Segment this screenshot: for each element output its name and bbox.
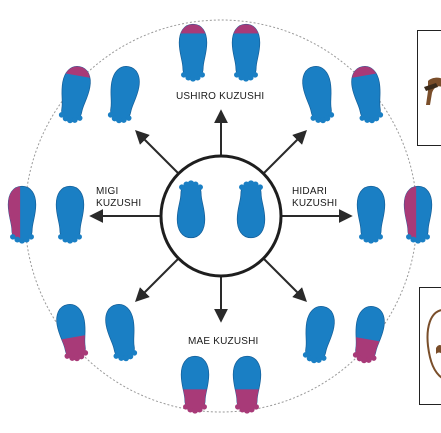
- judoka-illustration-icon: [426, 309, 441, 379]
- label-ushiro-kuzushi: USHIRO KUZUSHI: [176, 91, 265, 102]
- label-mae-kuzushi: MAE KUZUSHI: [188, 336, 259, 347]
- foot-topleft-inner: [107, 66, 140, 124]
- label-migi-line2: KUZUSHI: [96, 198, 142, 209]
- direction-arrows: [89, 109, 353, 323]
- illustration-panel-top: [417, 30, 441, 146]
- label-migi-line1: MIGI: [96, 186, 119, 197]
- foot-left-outer: [7, 185, 37, 244]
- foot-bottom-right: [232, 355, 262, 414]
- foot-left-inner: [55, 185, 85, 244]
- arrow-up-left: [135, 130, 182, 177]
- foot-bottom-left: [180, 355, 210, 414]
- foot-center-left: [176, 180, 206, 239]
- foot-right-outer: [403, 185, 433, 244]
- foot-bottomright-inner: [302, 306, 335, 364]
- label-hidari-kuzushi: HIDARI KUZUSHI: [292, 186, 337, 210]
- foot-top-left: [178, 23, 208, 82]
- arrow-down-right: [260, 255, 307, 302]
- foot-bottomright-outer: [350, 306, 386, 364]
- arrow-up-right: [260, 130, 307, 177]
- label-migi-kuzushi: MIGI KUZUSHI: [96, 186, 141, 210]
- arrow-down-left: [135, 255, 182, 302]
- label-hidari-line1: HIDARI: [292, 186, 328, 197]
- foot-topright-inner: [302, 66, 335, 124]
- judoka-illustration-icon: [424, 77, 441, 105]
- foot-top-right: [231, 23, 261, 82]
- foot-bottomleft-outer: [55, 304, 91, 362]
- foot-right-inner: [356, 185, 386, 244]
- illustration-panel-bottom: [419, 287, 441, 405]
- label-hidari-line2: KUZUSHI: [292, 198, 338, 209]
- foot-bottomleft-inner: [105, 304, 138, 362]
- foot-center-right: [236, 180, 266, 239]
